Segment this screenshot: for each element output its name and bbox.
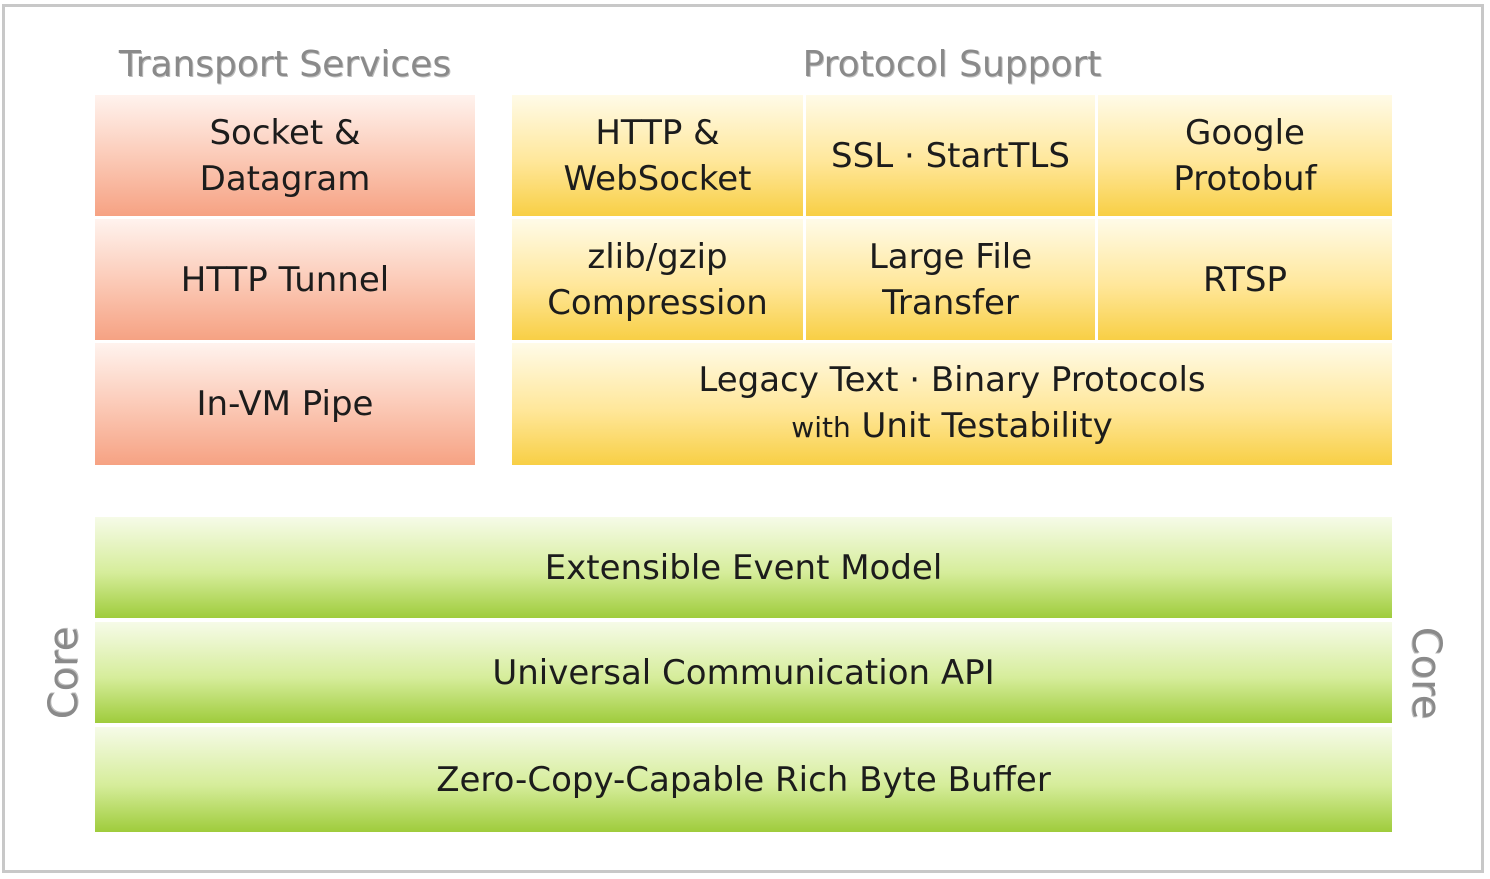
- with-label: with: [791, 411, 851, 444]
- transfer-label: Transfer: [882, 282, 1019, 323]
- http-tunnel-label: HTTP Tunnel: [180, 259, 390, 300]
- zlib-gzip-box: zlib/gzip Compression: [512, 219, 806, 343]
- rtsp-label: RTSP: [1202, 259, 1287, 300]
- extensible-event-model-label: Extensible Event Model: [544, 547, 943, 588]
- extensible-event-model-box: Extensible Event Model: [95, 517, 1392, 622]
- legacy-protocols-box: Legacy Text · Binary Protocols with Unit…: [512, 343, 1392, 468]
- protocol-support-heading: Protocol Support: [802, 44, 1102, 85]
- protobuf-label: Protobuf: [1173, 158, 1317, 199]
- google-protobuf-box: Google Protobuf: [1098, 95, 1392, 219]
- compression-label: Compression: [547, 282, 768, 323]
- http-websocket-box: HTTP & WebSocket: [512, 95, 806, 219]
- ssl-starttls-box: SSL · StartTLS: [806, 95, 1098, 219]
- http-tunnel-box: HTTP Tunnel: [95, 219, 475, 343]
- universal-communication-api-box: Universal Communication API: [95, 622, 1392, 727]
- large-file-label: Large File: [868, 236, 1033, 277]
- rich-byte-buffer-box: Zero-Copy-Capable Rich Byte Buffer: [95, 727, 1392, 832]
- zlib-gzip-label: zlib/gzip: [587, 236, 728, 277]
- rich-byte-buffer-label: Zero-Copy-Capable Rich Byte Buffer: [436, 759, 1051, 800]
- socket-label: Socket &: [209, 112, 361, 153]
- socket-datagram-box: Socket & Datagram: [95, 95, 475, 219]
- ssl-starttls-label: SSL · StartTLS: [831, 135, 1070, 176]
- in-vm-pipe-box: In-VM Pipe: [95, 343, 475, 468]
- legacy-protocols-label: Legacy Text · Binary Protocols: [698, 360, 1206, 400]
- core-label-left: Core: [41, 626, 87, 720]
- http-label: HTTP &: [595, 112, 720, 153]
- core-label-right: Core: [1403, 626, 1449, 720]
- in-vm-pipe-label: In-VM Pipe: [196, 384, 374, 424]
- google-label: Google: [1185, 112, 1305, 153]
- websocket-label: WebSocket: [563, 158, 752, 199]
- transport-services-heading: Transport Services: [118, 44, 452, 85]
- large-file-transfer-box: Large File Transfer: [806, 219, 1098, 343]
- universal-communication-api-label: Universal Communication API: [492, 652, 995, 693]
- datagram-label: Datagram: [199, 158, 371, 199]
- rtsp-box: RTSP: [1098, 219, 1392, 343]
- unit-testability-label: Unit Testability: [861, 406, 1113, 446]
- unit-testability-line: with Unit Testability: [791, 403, 1112, 451]
